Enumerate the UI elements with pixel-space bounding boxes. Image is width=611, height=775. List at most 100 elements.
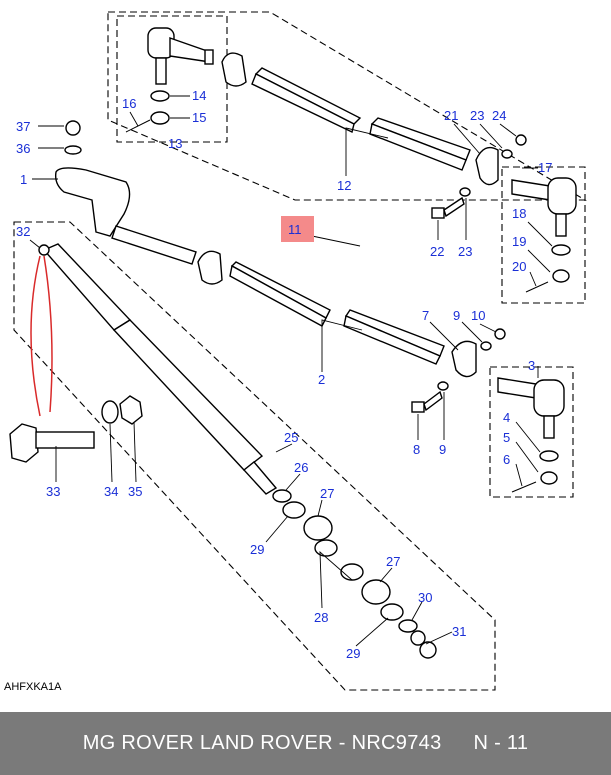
image-code: AHFXKA1A <box>4 681 62 693</box>
label-13: 13 <box>168 136 182 151</box>
ball-joint-upper <box>147 27 214 85</box>
outline-upper-assembly <box>107 11 587 201</box>
outline-box-3 <box>489 366 574 498</box>
washer-5 <box>539 450 559 462</box>
washer-36 <box>64 145 82 155</box>
footer-page-ref: N - 11 <box>473 732 529 754</box>
tube-2-right <box>343 309 445 365</box>
label-10: 10 <box>471 308 485 323</box>
clamp-middle-left <box>197 250 223 285</box>
label-9-bottom: 9 <box>439 442 446 457</box>
label-2: 2 <box>318 372 325 387</box>
bolt-22 <box>431 196 465 219</box>
label-14: 14 <box>192 88 206 103</box>
washer-29-lower <box>380 603 404 621</box>
label-25: 25 <box>284 430 298 445</box>
nut-35 <box>119 395 143 425</box>
split-pin-4 <box>511 481 537 493</box>
bolt-8 <box>411 390 443 413</box>
washer-23-upper <box>501 149 513 159</box>
bush-27-upper <box>303 515 333 541</box>
bush-27-lower <box>361 579 391 605</box>
label-1: 1 <box>20 172 27 187</box>
label-15: 15 <box>192 110 206 125</box>
ball-joint-17 <box>511 177 577 237</box>
split-pin-20 <box>525 281 549 293</box>
washer-30 <box>398 619 418 633</box>
steering-damper-32 <box>38 243 278 495</box>
footer-bar: MG ROVER LAND ROVER - NRC9743 N - 11 <box>0 712 611 775</box>
parts-diagram: 37 36 1 16 14 15 13 12 21 23 24 17 22 23… <box>4 11 587 693</box>
washer-9-upper <box>480 341 492 351</box>
outline-box-13 <box>116 15 228 143</box>
washer-28-upper <box>314 539 338 557</box>
label-23-top: 23 <box>470 108 484 123</box>
label-27-bottom: 27 <box>386 554 400 569</box>
nut-10 <box>494 328 506 340</box>
label-17: 17 <box>538 160 552 175</box>
nut-31-upper <box>410 630 426 646</box>
label-4: 4 <box>503 410 510 425</box>
label-24: 24 <box>492 108 506 123</box>
label-32: 32 <box>16 224 30 239</box>
label-28: 28 <box>314 610 328 625</box>
nut-37 <box>65 120 81 136</box>
label-37: 37 <box>16 119 30 134</box>
ball-joint-3 <box>497 377 565 439</box>
label-31: 31 <box>452 624 466 639</box>
outline-box-17 <box>501 166 586 304</box>
washer-26 <box>272 489 292 503</box>
footer-brand-text: MG ROVER LAND ROVER - NRC9743 <box>82 732 442 754</box>
washer-23-lower <box>459 187 471 197</box>
nut-24 <box>515 134 527 146</box>
bolt-33 <box>9 423 95 463</box>
highlight-wire-left <box>30 255 41 417</box>
label-22: 22 <box>430 244 444 259</box>
label-18: 18 <box>512 206 526 221</box>
tube-12-left <box>251 67 362 134</box>
outline-damper-assembly <box>13 221 496 691</box>
label-23-bottom: 23 <box>458 244 472 259</box>
washer-9-lower <box>437 381 449 391</box>
label-8: 8 <box>413 442 420 457</box>
drop-arm-1 <box>54 167 197 265</box>
highlight-wire-right <box>43 255 53 413</box>
nut-31-lower <box>419 641 437 659</box>
label-26: 26 <box>294 460 308 475</box>
label-27-top: 27 <box>320 486 334 501</box>
highlight-box-11 <box>281 216 314 242</box>
label-30: 30 <box>418 590 432 605</box>
washer-28-lower <box>340 563 364 581</box>
label-9-top: 9 <box>453 308 460 323</box>
label-3: 3 <box>528 358 535 373</box>
label-12: 12 <box>337 178 351 193</box>
washer-29-upper <box>282 501 306 519</box>
label-5: 5 <box>503 430 510 445</box>
washer-18 <box>551 244 571 256</box>
label-33: 33 <box>46 484 60 499</box>
tube-12-right <box>369 117 471 171</box>
nut-15 <box>150 111 170 125</box>
label-34: 34 <box>104 484 118 499</box>
washer-14 <box>150 90 170 102</box>
clamp-upper-left <box>221 52 247 87</box>
tube-2-left <box>229 261 331 327</box>
label-29-bottom: 29 <box>346 646 360 661</box>
label-6: 6 <box>503 452 510 467</box>
label-36: 36 <box>16 141 30 156</box>
nut-6 <box>540 471 558 485</box>
callout-labels: 37 36 1 16 14 15 13 12 21 23 24 17 22 23… <box>16 88 552 661</box>
label-16: 16 <box>122 96 136 111</box>
label-20: 20 <box>512 259 526 274</box>
clamp-7 <box>451 340 477 378</box>
label-21: 21 <box>444 108 458 123</box>
label-11: 11 <box>288 222 302 237</box>
clamp-21 <box>475 146 499 186</box>
leader-lines <box>29 95 553 647</box>
label-7: 7 <box>422 308 429 323</box>
washer-34 <box>101 400 119 424</box>
nut-19 <box>552 269 570 283</box>
label-29-left: 29 <box>250 542 264 557</box>
label-35: 35 <box>128 484 142 499</box>
label-19: 19 <box>512 234 526 249</box>
